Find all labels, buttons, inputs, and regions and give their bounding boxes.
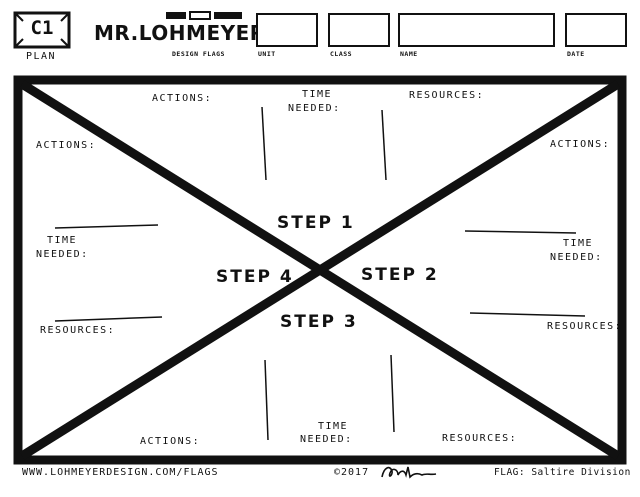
code-badge-text: C1 [30,17,54,39]
date-label: DATE [567,50,585,58]
code-badge: C1 [13,11,71,49]
bottom-time-label-line2: NEEDED: [300,434,353,445]
top-actions-label: ACTIONS: [152,93,213,104]
footer-url: WWW.LOHMEYERDESIGN.COM/FLAGS [22,467,219,478]
step-4-label: STEP 4 [216,267,294,287]
bottom-actions-label: ACTIONS: [140,436,201,447]
bottom-time-label-line1: TIME [318,421,349,432]
signature-icon [381,466,437,479]
top-time-label-line2: NEEDED: [288,103,341,114]
logo-title: MR.LOHMEYER'S [94,21,288,45]
name-label: NAME [400,50,418,58]
unit-field[interactable] [256,13,318,47]
logo-subtitle: DESIGN FLAGS [172,50,225,58]
bottom-resources-label: RESOURCES: [442,433,518,444]
top-time-label-line1: TIME [302,89,333,100]
step-1-label: STEP 1 [277,213,355,233]
right-divider-top [464,230,577,234]
right-divider-bottom [469,312,586,317]
right-time-label-line1: TIME [563,238,594,249]
badge-frame-icon [13,11,71,49]
left-divider-top [54,224,159,229]
left-time-label-line1: TIME [47,235,78,246]
left-resources-label: RESOURCES: [40,325,116,336]
class-label: CLASS [330,50,353,58]
step-3-label: STEP 3 [280,312,358,332]
logo: MR.LOHMEYER'S DESIGN FLAGS [94,11,287,61]
right-resources-label: RESOURCES: [547,321,623,332]
bottom-divider-left [264,359,269,441]
code-caption: PLAN [26,51,57,62]
footer-flag-label: FLAG: Saltire Division [494,467,631,478]
footer-copyright: ©2017 [334,467,370,478]
name-field[interactable] [398,13,555,47]
step-2-label: STEP 2 [361,265,439,285]
left-time-label-line2: NEEDED: [36,249,89,260]
class-field[interactable] [328,13,390,47]
top-divider-left [261,106,267,181]
left-actions-label: ACTIONS: [36,140,97,151]
top-divider-right [381,109,387,181]
bottom-divider-right [390,354,395,433]
right-time-label-line2: NEEDED: [550,252,603,263]
logo-stripes-icon [166,11,242,20]
right-actions-label: ACTIONS: [550,139,611,150]
date-field[interactable] [565,13,627,47]
unit-label: UNIT [258,50,276,58]
top-resources-label: RESOURCES: [409,90,485,101]
left-divider-bottom [54,316,163,322]
